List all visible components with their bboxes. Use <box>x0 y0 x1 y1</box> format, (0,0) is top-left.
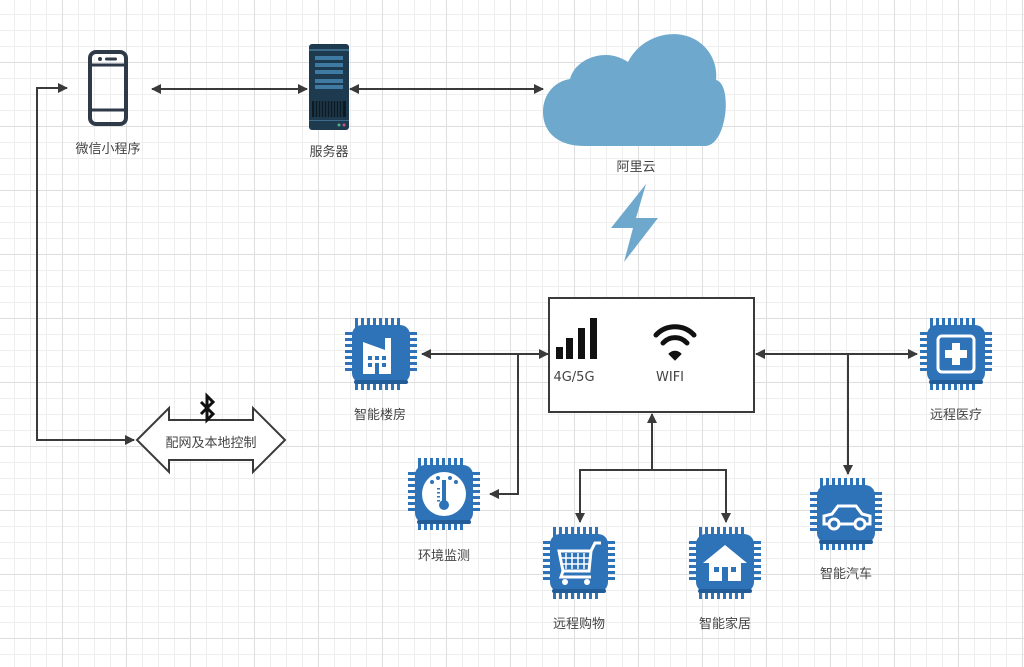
remote-medical-label: 远程医疗 <box>929 408 983 423</box>
smartphone-icon[interactable] <box>88 50 128 126</box>
wifi-label: WIFI <box>656 370 684 385</box>
bluetooth-label: 配网及本地控制 <box>165 436 257 451</box>
thermometer-chip-icon[interactable] <box>408 458 480 530</box>
bluetooth-icon <box>199 392 216 424</box>
smart-building-label: 智能楼房 <box>353 408 407 423</box>
edge-bluetooth-miniprogram <box>36 83 135 445</box>
wifi-icon <box>653 324 697 361</box>
smart-home-label: 智能家居 <box>698 617 752 632</box>
cellular-label: 4G/5G <box>553 370 595 385</box>
remote-shopping-label: 远程购物 <box>552 617 606 632</box>
edge-gateway-env-monitor <box>489 354 519 499</box>
env-monitor-label: 环境监测 <box>417 549 471 564</box>
medical-chip-icon[interactable] <box>920 318 992 390</box>
edge-gateway-devices-bottom <box>575 413 731 523</box>
server-label: 服务器 <box>309 145 349 160</box>
house-chip-icon[interactable] <box>689 527 761 599</box>
bluetooth-double-arrow[interactable] <box>135 405 287 475</box>
server-icon[interactable] <box>309 44 349 130</box>
factory-chip-icon[interactable] <box>345 318 417 390</box>
cloud-icon[interactable] <box>543 34 726 146</box>
mini-program-label: 微信小程序 <box>75 142 141 157</box>
smart-car-label: 智能汽车 <box>819 567 873 582</box>
car-chip-icon[interactable] <box>810 478 882 550</box>
lightning-icon <box>611 184 658 262</box>
cart-chip-icon[interactable] <box>543 527 615 599</box>
cloud-label: 阿里云 <box>616 160 656 175</box>
signal-bars-icon <box>556 318 597 359</box>
edge-gateway-medical-car <box>755 349 918 475</box>
